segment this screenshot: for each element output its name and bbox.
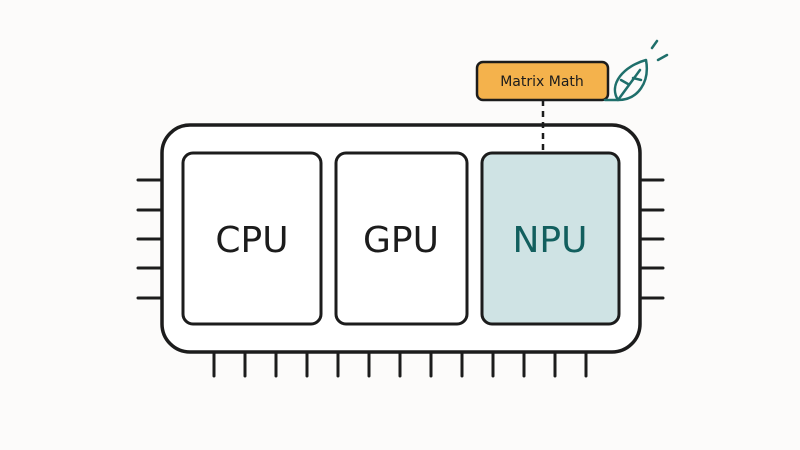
- chip-pins-right: [638, 178, 665, 300]
- leaf-icon: [603, 39, 669, 102]
- core-cpu-box: [181, 151, 323, 326]
- core-gpu-box: [334, 151, 469, 326]
- core-npu-label: NPU: [513, 220, 588, 261]
- matrix-math-tag-label: Matrix Math: [500, 74, 584, 90]
- core-cpu: CPU: [181, 151, 323, 326]
- matrix-math-tag: Matrix Math: [475, 60, 610, 102]
- chip-pins-bottom: [212, 350, 588, 378]
- core-npu: NPU: [480, 151, 621, 326]
- matrix-math-tag-box: [475, 60, 610, 102]
- core-cpu-label: CPU: [215, 220, 288, 261]
- core-npu-box: [480, 151, 621, 326]
- chip-pins-left: [136, 178, 164, 300]
- core-gpu-label: GPU: [363, 220, 439, 261]
- core-gpu: GPU: [334, 151, 469, 326]
